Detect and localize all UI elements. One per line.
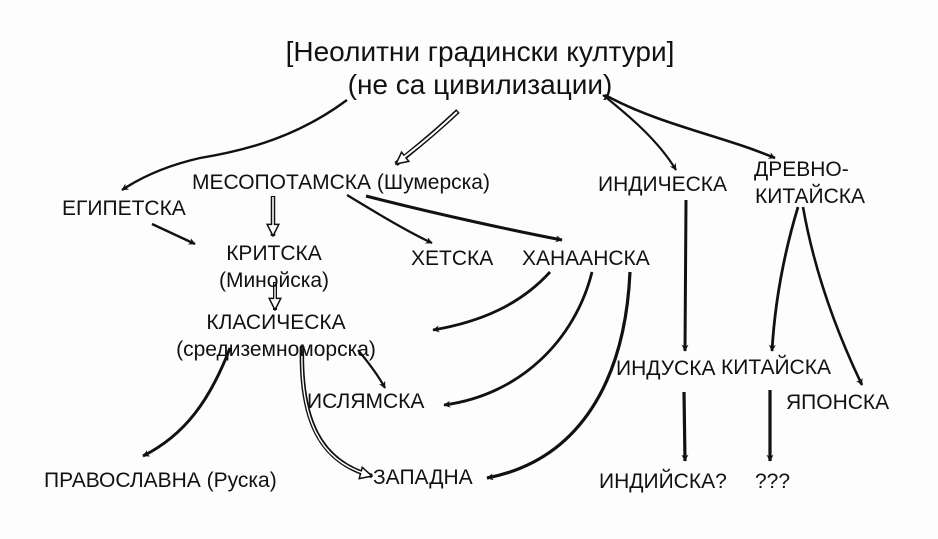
node-classical: КЛАСИЧЕСКА (средиземноморска) (160, 312, 392, 360)
arrow-title-to-mesopotamian-inner (398, 111, 458, 162)
node-western: ЗАПАДНА (373, 466, 473, 489)
arrow-mesopotamian-to-hittite (346, 194, 433, 244)
node-chinese: КИТАЙСКА (721, 356, 831, 379)
root-node-title: [Неолитни градински култури] (не са циви… (270, 38, 690, 99)
node-japanese: ЯПОНСКА (786, 391, 890, 414)
arrow-classical-to-orthodox (142, 347, 232, 458)
node-classical-line-1: КЛАСИЧЕСКА (206, 311, 346, 334)
node-hittite: ХЕТСКА (411, 247, 494, 270)
arrow-ancient-chinese-to-japanese (801, 206, 864, 386)
node-cretan: КРИТСКА (Минойска) (205, 243, 343, 291)
node-indic: ИНДИЧЕСКА (598, 173, 727, 196)
node-ancient-chinese-line-1: ДРЕВНО- (754, 158, 849, 181)
title-line-1: [Неолитни градински култури] (285, 36, 675, 67)
node-ancient-chinese: ДРЕВНО- КИТАЙСКА (748, 159, 872, 207)
node-classical-line-2: (средиземноморска) (176, 338, 376, 361)
node-mesopotamian: МЕСОПОТАМСКА (Шумерска) (192, 171, 490, 194)
arrow-canaanite-to-western (486, 271, 632, 481)
arrow-canaanite-to-classical (432, 271, 552, 333)
node-ancient-chinese-line-2: КИТАЙСКА (755, 185, 865, 208)
arrow-classical-to-western-inner (301, 346, 367, 475)
node-cretan-line-1: КРИТСКА (226, 242, 322, 265)
node-unknown: ??? (755, 470, 791, 493)
node-orthodox: ПРАВОСЛАВНА (Руска) (44, 469, 277, 492)
arrow-indic-to-hindu (681, 199, 689, 352)
node-egyptian: ЕГИПЕТСКА (62, 197, 186, 220)
arrow-mesopotamian-to-canaanite (365, 194, 563, 243)
node-islamic: ИСЛЯМСКА (307, 390, 425, 413)
node-canaanite: ХАНААНСКА (522, 247, 650, 270)
arrow-title-to-egyptian (121, 99, 348, 191)
node-hindu: ИНДУСКА (616, 357, 716, 380)
arrow-ancient-chinese-to-chinese (768, 206, 800, 352)
arrow-hindu-to-indian (681, 391, 689, 462)
arrow-title-to-ancient-chinese (604, 93, 776, 160)
node-indian: ИНДИЙСКА? (599, 470, 727, 493)
title-line-2: (не са цивилизации) (347, 69, 613, 100)
arrow-title-to-indic (602, 94, 677, 171)
arrow-classical-to-islamic (357, 349, 386, 389)
arrow-egyptian-to-cretan (151, 222, 196, 246)
arrow-canaanite-to-islamic (443, 271, 594, 408)
node-cretan-line-2: (Минойска) (218, 269, 330, 292)
